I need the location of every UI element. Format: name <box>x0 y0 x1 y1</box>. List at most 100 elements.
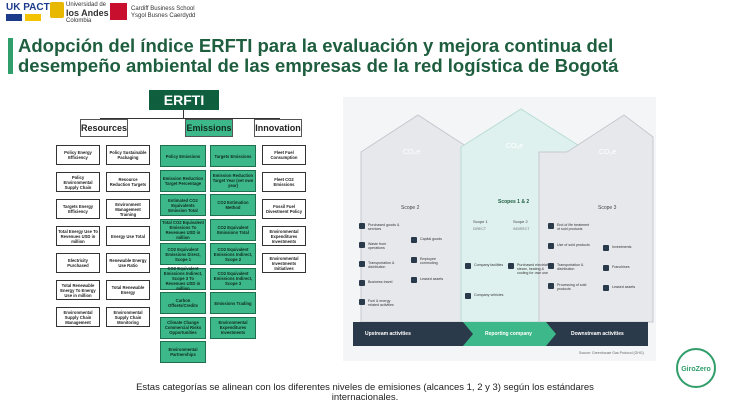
resources-box: Policy Energy Efficiency <box>56 145 100 165</box>
scope-activity: Company facilities <box>474 263 504 267</box>
activity-icon <box>411 257 417 263</box>
resources-box: Energy Use Total <box>106 226 150 246</box>
scope-activity: Purchased electricity, steam, heating & … <box>517 263 551 275</box>
page-title: Adopción del índice ERFTI para la evalua… <box>18 35 619 76</box>
activity-icon <box>603 245 609 251</box>
girozero-badge: GiroZero <box>676 348 716 388</box>
downstream-label: Downstream activities <box>571 331 624 337</box>
colombia-flag-icon <box>25 14 41 21</box>
scope-activity: Leased assets <box>612 285 636 289</box>
emissions-box: Emission Reduction Target Year (set own … <box>210 169 256 192</box>
emissions-box: CO2 Equivalent Emissions Indirect, Scope… <box>210 243 256 265</box>
upstream-label: Upstream activities <box>365 331 411 337</box>
emissions-box: Climate Change Commercial Risks Opportun… <box>160 316 206 339</box>
activity-icon <box>548 263 554 269</box>
uk-flag-icon <box>6 14 22 21</box>
innovation-box: Fossil Fuel Divestment Policy <box>262 199 306 219</box>
resources-box: Total Renewable Energy <box>106 280 150 300</box>
activity-icon <box>359 223 365 229</box>
emissions-box: Estimated CO2 Equivalents Emission Total <box>160 194 206 216</box>
ghg-scope-diagram: CO₂e CO₂e CO₂e Scope 2 Scopes 1 & 2 Scop… <box>343 97 656 361</box>
emissions-box: CO2 Equivalent Emissions Indirect, Scope… <box>160 266 206 291</box>
activity-icon <box>411 277 417 283</box>
emissions-box: CO2 Equivalent Emissions Total <box>210 218 256 241</box>
scope-activity: Fuel & energy related activities <box>368 299 394 307</box>
resources-box: Renewable Energy Use Ratio <box>106 253 150 273</box>
emissions-box: Total CO2 Equivalent Emissions To Revenu… <box>160 218 206 241</box>
erfti-root: ERFTI <box>149 90 219 110</box>
scope-left-label: Scope 2 <box>401 205 420 211</box>
resources-box: Electricity Purchased <box>56 253 100 273</box>
emissions-box: Environmental Partnerships <box>160 341 206 363</box>
connector <box>183 110 184 118</box>
scope-activity: Waste from operations <box>368 242 387 250</box>
co2-mid-label: CO₂e <box>506 143 524 150</box>
scope-activity: Employee commuting <box>420 257 438 265</box>
resources-box: Policy Sustainable Packaging <box>106 145 150 165</box>
ukpact-text: UK PACT <box>6 2 50 13</box>
emissions-box: Emission Reduction Target Percentage <box>160 169 206 192</box>
scope-activity: Use of sold products <box>557 243 590 247</box>
direct-label: DIRECT <box>473 227 487 231</box>
scope2-label: Scope 2 <box>513 219 528 224</box>
cardiff-logo: Cardiff Business School Ysgol Busnes Cae… <box>131 6 196 19</box>
connector <box>100 118 280 119</box>
scope-activity: Franchises <box>612 265 630 269</box>
activity-icon <box>465 293 471 299</box>
scope-right-label: Scope 3 <box>598 205 617 211</box>
scope-activity: Capital goods <box>420 237 442 241</box>
co2-right-label: CO₂e <box>599 149 617 156</box>
emissions-box: Carbon Offsets/Credits <box>160 292 206 314</box>
scope-activity: End of life treatment of sold products <box>557 223 590 231</box>
scope-activity: Company vehicles <box>474 293 504 297</box>
emissions-box: Emissions Trading <box>210 292 256 314</box>
caption: Estas categorías se alinean con los dife… <box>136 382 594 403</box>
category-emissions: Emissions <box>185 119 233 137</box>
emissions-box: Policy Emissions <box>160 145 206 167</box>
category-innovation: Innovation <box>254 119 302 137</box>
innovation-box: Fleet Fuel Consumption <box>262 145 306 165</box>
scope-activity: Investments <box>612 245 632 249</box>
scope-activity: Purchased goods & services <box>368 223 400 231</box>
activity-icon <box>603 285 609 291</box>
scope-activity: Transportation & distribution <box>368 261 395 269</box>
activity-icon <box>359 299 365 305</box>
activity-icon <box>508 263 514 269</box>
resources-box: Total Renewable Energy To Energy Use in … <box>56 280 100 300</box>
ukpact-logo: UK PACT <box>6 3 50 24</box>
innovation-box: Environmental Investments Initiatives <box>262 253 306 273</box>
indirect-label: INDIRECT <box>513 227 530 231</box>
scope-activity: Leased assets <box>420 277 444 281</box>
innovation-box: Fleet CO2 Emissions <box>262 172 306 192</box>
activity-icon <box>548 243 554 249</box>
source-label: Source: Greenhouse Gas Protocol (GHG) <box>579 351 644 355</box>
activity-icon <box>465 263 471 269</box>
uniandes-logo: Universidad de los Andes Colombia <box>66 2 109 24</box>
resources-box: Resource Reduction Targets <box>106 172 150 192</box>
co2-left-label: CO₂e <box>403 149 421 156</box>
activity-icon <box>359 280 365 286</box>
resources-box: Policy Environmental Supply Chain <box>56 172 100 192</box>
activity-icon <box>411 237 417 243</box>
emissions-box: CO2 Equivalent Emissions Indirect, Scope… <box>210 267 256 290</box>
resources-box: Environmental Supply Chain Management <box>56 307 100 327</box>
reporting-label: Reporting company <box>485 331 532 337</box>
emissions-box: Environmental Expenditures Investments <box>210 316 256 339</box>
activity-icon <box>359 242 365 248</box>
activity-icon <box>548 283 554 289</box>
title-accent-bar <box>8 38 13 74</box>
activity-icon <box>603 265 609 271</box>
category-resources: Resources <box>80 119 128 137</box>
scope-activity: Business travel <box>368 280 393 284</box>
activity-icon <box>359 261 365 267</box>
resources-box: Environmental Supply Chain Monitoring <box>106 307 150 327</box>
emissions-box: CO2 Equivalent Emissions Direct, Scope 1 <box>160 243 206 265</box>
cardiff-logo-icon <box>110 3 127 20</box>
scope-activity: Processing of sold products <box>557 283 587 291</box>
resources-box: Environment Management Training <box>106 199 150 219</box>
emissions-box: CO2 Estimation Method <box>210 194 256 216</box>
resources-box: Total Energy Use To Revenues USD in mill… <box>56 226 100 246</box>
scope-mid-label: Scopes 1 & 2 <box>498 199 530 205</box>
innovation-box: Environmental Expenditures Investments <box>262 226 306 246</box>
uniandes-shield-icon <box>50 2 64 18</box>
